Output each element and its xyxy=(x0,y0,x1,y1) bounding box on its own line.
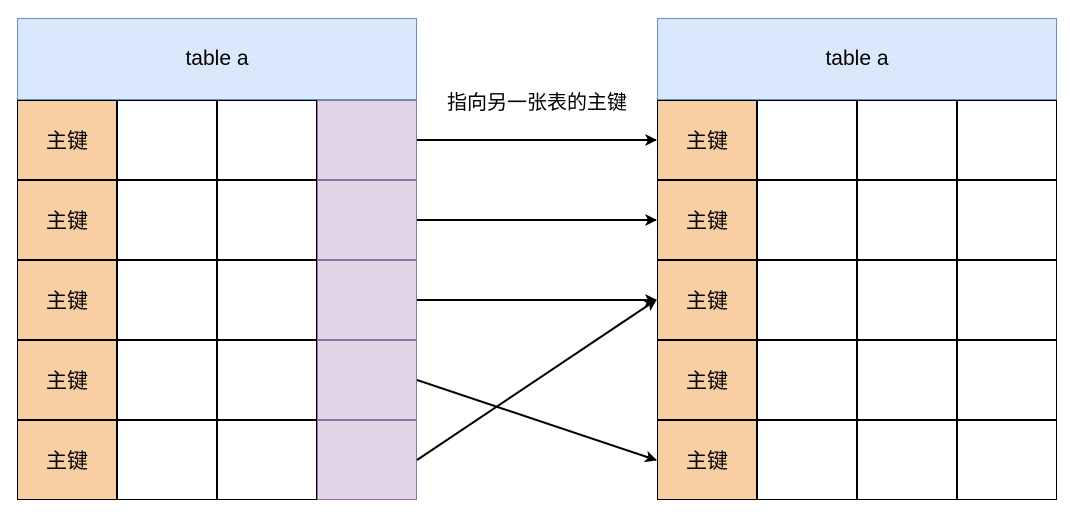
primary-key-cell: 主键 xyxy=(17,100,117,180)
table-cell xyxy=(217,180,317,260)
right-table: table a 主键主键主键主键主键 xyxy=(657,18,1057,500)
table-cell xyxy=(757,260,857,340)
table-cell xyxy=(117,180,217,260)
primary-key-cell: 主键 xyxy=(17,420,117,500)
primary-key-cell: 主键 xyxy=(657,340,757,420)
table-cell xyxy=(117,340,217,420)
primary-key-cell: 主键 xyxy=(657,420,757,500)
foreign-key-cell xyxy=(317,180,417,260)
primary-key-cell: 主键 xyxy=(657,260,757,340)
table-cell xyxy=(957,260,1057,340)
foreign-key-cell xyxy=(317,340,417,420)
table-cell xyxy=(757,100,857,180)
table-cell xyxy=(857,420,957,500)
table-cell xyxy=(117,260,217,340)
table-cell xyxy=(957,420,1057,500)
primary-key-cell: 主键 xyxy=(17,180,117,260)
table-cell xyxy=(957,100,1057,180)
foreign-key-arrow xyxy=(416,379,657,463)
table-cell xyxy=(217,260,317,340)
primary-key-cell: 主键 xyxy=(17,260,117,340)
table-cell xyxy=(217,420,317,500)
table-cell xyxy=(757,180,857,260)
right-table-title: table a xyxy=(657,18,1057,100)
foreign-key-cell xyxy=(317,420,417,500)
table-cell xyxy=(757,420,857,500)
foreign-key-cell xyxy=(317,100,417,180)
primary-key-cell: 主键 xyxy=(657,180,757,260)
primary-key-cell: 主键 xyxy=(17,340,117,420)
arrow-label: 指向另一张表的主键 xyxy=(447,90,627,114)
table-cell xyxy=(217,340,317,420)
foreign-key-cell xyxy=(317,260,417,340)
left-table: table a 主键主键主键主键主键 xyxy=(17,18,417,500)
foreign-key-arrow xyxy=(416,299,657,461)
table-cell xyxy=(857,340,957,420)
left-table-title: table a xyxy=(17,18,417,100)
table-cell xyxy=(117,100,217,180)
table-cell xyxy=(857,260,957,340)
table-cell xyxy=(857,100,957,180)
table-cell xyxy=(957,340,1057,420)
table-cell xyxy=(217,100,317,180)
table-cell xyxy=(117,420,217,500)
table-cell xyxy=(857,180,957,260)
primary-key-cell: 主键 xyxy=(657,100,757,180)
table-cell xyxy=(757,340,857,420)
table-cell xyxy=(957,180,1057,260)
